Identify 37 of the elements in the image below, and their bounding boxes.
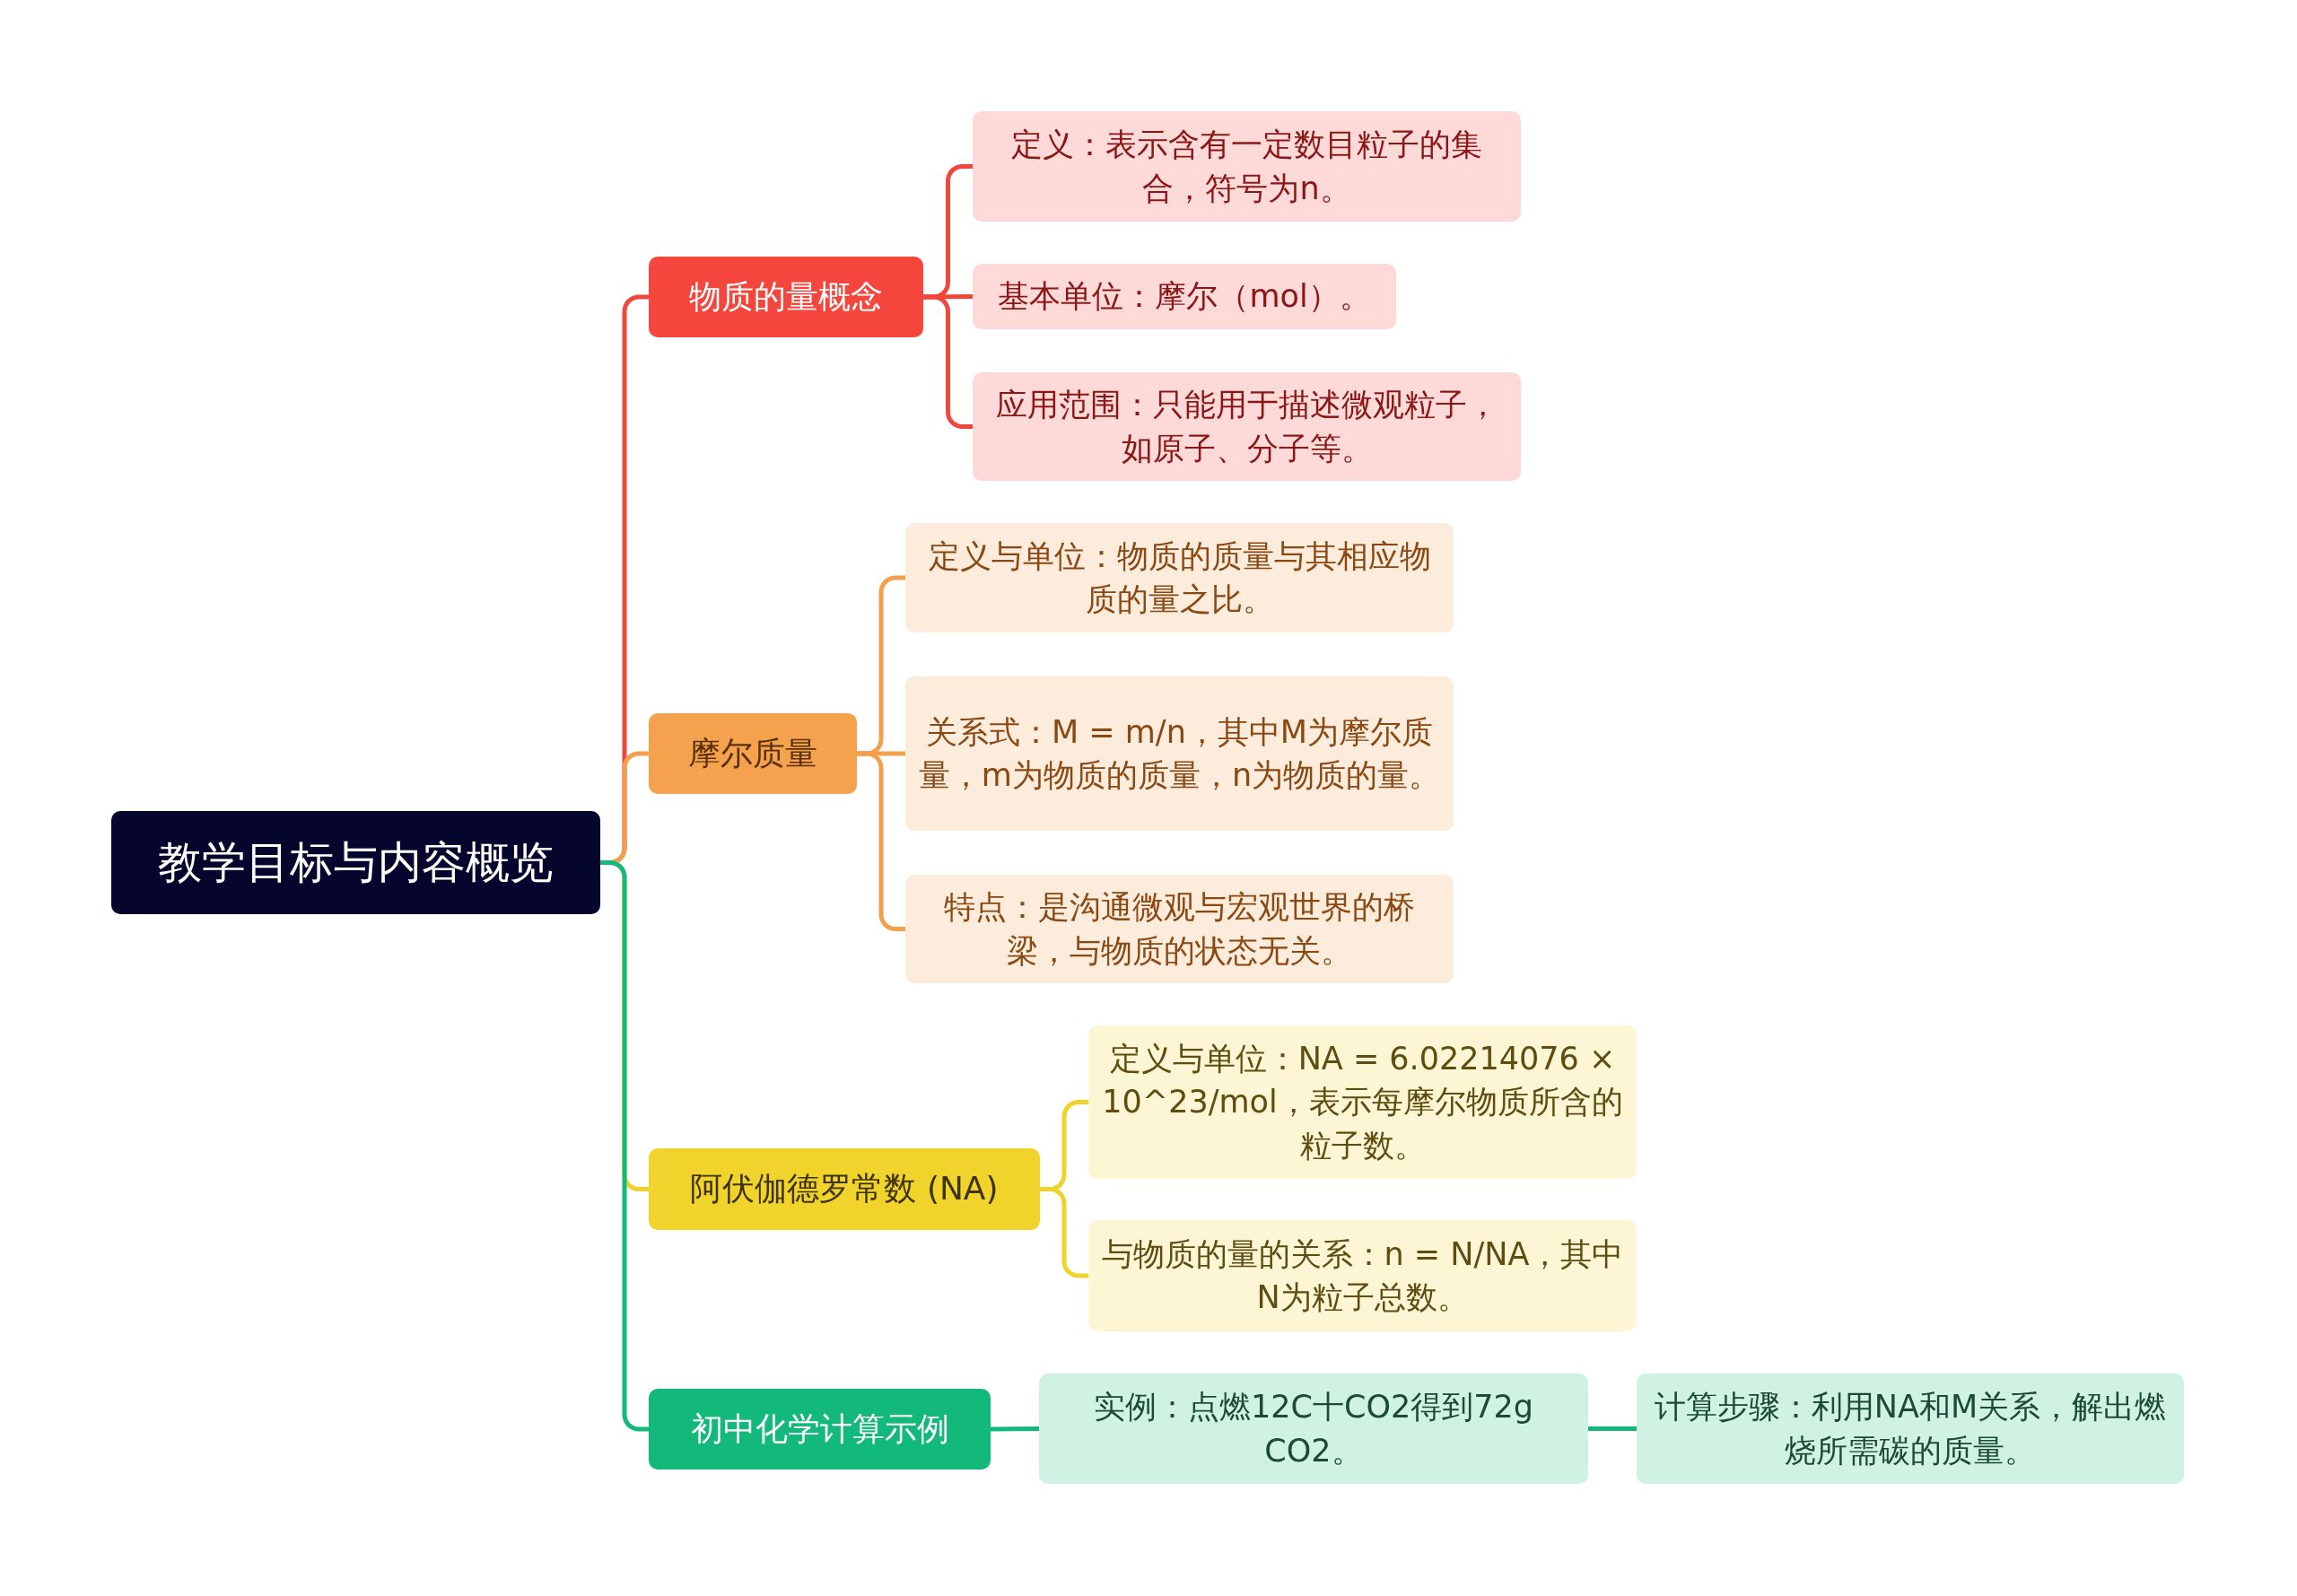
topic-text: 实例：点燃12C十CO2得到72g CO2。 [1093, 1388, 1534, 1470]
branch-topic [649, 1389, 991, 1470]
topic-text: 应用范围：只能用于描述微观粒子，如原子、分子等。 [994, 386, 1499, 468]
topic-text: 物质的量概念 [689, 276, 883, 317]
topic-text: 计算步骤：利用NA和M关系，解出燃烧所需碳的质量。 [1653, 1388, 2168, 1470]
subtopic-card [905, 523, 1454, 632]
connector-line [600, 860, 649, 1432]
subtopic-card [973, 264, 1396, 329]
topic-text: 特点：是沟通微观与宏观世界的桥梁，与物质的状态无关。 [943, 888, 1416, 971]
topic-text: 定义：表示含有一定数目粒子的集合，符号为n。 [1010, 126, 1483, 208]
branch-topic [649, 713, 857, 794]
subtopic-card [973, 111, 1521, 222]
connector-line [922, 294, 974, 300]
subtopic-card [1088, 1025, 1637, 1179]
topic-text: 定义与单位：物质的质量与其相应物质的量之比。 [927, 536, 1432, 619]
topic-text: 阿伏伽德罗常数 (NA) [690, 1169, 999, 1209]
topic-text: 摩尔质量 [688, 733, 817, 773]
subtopic-card [1637, 1374, 2184, 1484]
connector-line [923, 294, 973, 429]
connector-line [990, 1426, 1040, 1432]
connector-line [1588, 1426, 1637, 1431]
connector-line [857, 751, 905, 931]
topic-text: 教学目标与内容概览 [158, 835, 554, 890]
branch-topic [649, 1148, 1040, 1230]
topic-text: 初中化学计算示例 [690, 1408, 949, 1449]
topic-text: 基本单位：摩尔（mol）。 [998, 277, 1371, 317]
subtopic-card [905, 875, 1454, 983]
connector-line [1040, 1187, 1088, 1278]
topic-text: 关系式：M = m/n，其中M为摩尔质量，m为物质的质量，n为物质的量。 [918, 712, 1441, 795]
subtopic-card [1088, 1220, 1637, 1331]
topic-text: 与物质的量的关系：n = N/NA，其中N为粒子总数。 [1101, 1234, 1624, 1317]
subtopic-card [1039, 1374, 1588, 1484]
branch-topic [649, 257, 923, 337]
subtopic-card [973, 372, 1521, 481]
subtopic-card [905, 676, 1454, 831]
central-topic [111, 811, 600, 914]
topic-text: 定义与单位：NA = 6.02214076 × 10^23/mol，表示每摩尔物质所含的粒子数。 [1101, 1040, 1624, 1165]
